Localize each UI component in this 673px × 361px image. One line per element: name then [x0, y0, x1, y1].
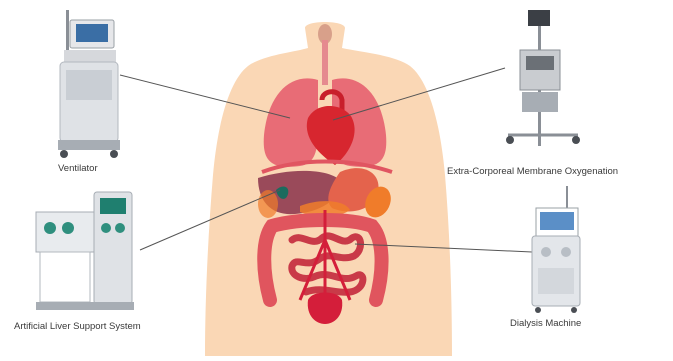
ecmo-device [506, 10, 580, 146]
dialysis-device [532, 186, 580, 313]
liver-support-label: Artificial Liver Support System [14, 321, 141, 332]
liver-support-device [36, 192, 134, 310]
ventilator-device [58, 10, 120, 158]
trachea [322, 40, 328, 85]
ventilator-label: Ventilator [58, 163, 98, 174]
left-kidney [258, 190, 278, 218]
dialysis-label: Dialysis Machine [510, 318, 581, 329]
ecmo-label: Extra-Corporeal Membrane Oxygenation [447, 166, 618, 177]
